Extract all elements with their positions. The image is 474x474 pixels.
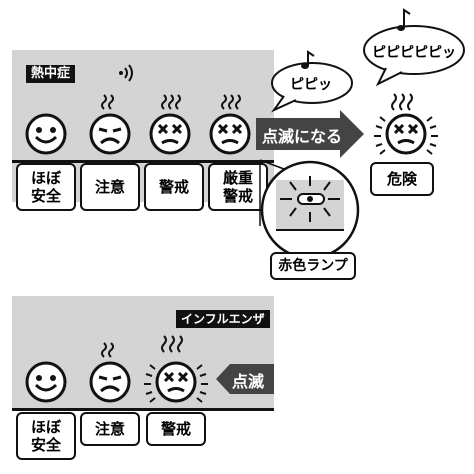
steam-icon [101,342,114,358]
level-label-caution: 注意 [80,163,140,211]
steam-icon [101,94,114,110]
bubble-large-text: ピピピピピッ [372,45,456,61]
face-safe-icon [25,361,67,403]
face-caution-icon [89,361,131,403]
level-label-warning: 警戒 [146,412,206,446]
heatstroke-tag: 熱中症 [26,65,76,83]
magnifier-callout [259,159,360,260]
flu-tag: インフルエンザ [176,310,270,328]
speech-bubble [271,50,353,113]
face-caution-icon [89,113,131,155]
face-warning-icon [149,113,191,155]
face-warning-blink-icon [144,335,208,403]
steam-icon [221,94,241,110]
face-danger-icon [374,93,438,155]
level-label-safe: ほぼ安全 [16,412,76,460]
signal-icon [119,64,133,82]
speech-bubble [363,8,465,87]
arrow-left-icon [216,364,274,394]
panel-edge [12,408,274,411]
level-label-safe: ほぼ安全 [16,163,76,211]
level-label-danger: 危険 [370,162,434,196]
level-label-warning: 警戒 [144,163,204,211]
blink-arrow-label: 点滅になる [262,127,343,146]
level-label-caution: 注意 [80,412,140,446]
level-label-severe: 厳重警戒 [208,163,268,211]
steam-icon [161,94,181,110]
bubble-small-text: ピピッ [290,77,332,93]
blink-label: 点滅 [232,372,265,391]
red-lamp-label: 赤色ランプ [270,252,356,280]
face-safe-icon [25,113,67,155]
face-severe-icon [209,113,251,155]
panel-edge [12,160,274,163]
arrow-icon [256,110,364,158]
